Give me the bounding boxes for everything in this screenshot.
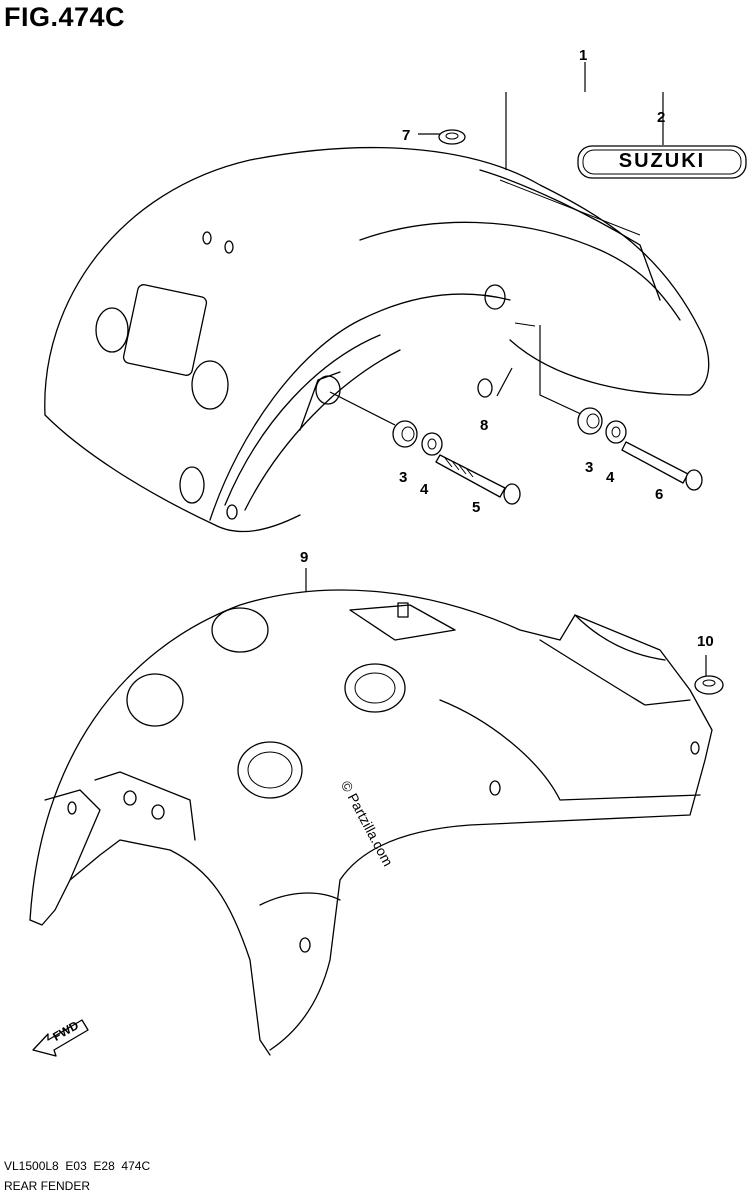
callout-3-left: 3 xyxy=(399,469,408,486)
callout-1: 1 xyxy=(579,47,588,64)
callout-6: 6 xyxy=(655,486,664,503)
callout-3-right: 3 xyxy=(585,459,594,476)
nut-part-8[interactable] xyxy=(477,367,513,398)
figure-caption: REAR FENDER xyxy=(4,1179,91,1193)
suzuki-emblem-part[interactable] xyxy=(577,92,747,179)
callout-9: 9 xyxy=(300,549,309,566)
fwd-arrow-icon xyxy=(32,1019,89,1057)
bolt-part-5[interactable] xyxy=(435,454,521,505)
callout-7: 7 xyxy=(402,127,411,144)
washer-part-4-left[interactable] xyxy=(421,432,443,456)
figure-title: FIG.474C xyxy=(4,2,126,32)
callout-5: 5 xyxy=(472,499,481,516)
callout-8: 8 xyxy=(480,417,489,434)
grommet-part-10[interactable] xyxy=(694,655,724,695)
callout-4-right: 4 xyxy=(606,469,615,486)
callout-10: 10 xyxy=(697,633,714,650)
washer-part-4-right[interactable] xyxy=(605,420,627,444)
clip-part-7[interactable] xyxy=(418,129,466,145)
callout-2: 2 xyxy=(657,109,666,126)
model-code: VL1500L8 E03 E28 474C xyxy=(4,1159,151,1173)
cushion-part-3-left[interactable] xyxy=(392,420,418,448)
rear-fender-part[interactable] xyxy=(44,146,710,533)
inner-fender-part-9[interactable] xyxy=(29,589,713,1056)
cushion-part-3-right[interactable] xyxy=(577,407,603,435)
callout-4-left: 4 xyxy=(420,481,429,498)
emblem-text: SUZUKI xyxy=(618,150,706,172)
bolt-part-6[interactable] xyxy=(621,441,703,491)
